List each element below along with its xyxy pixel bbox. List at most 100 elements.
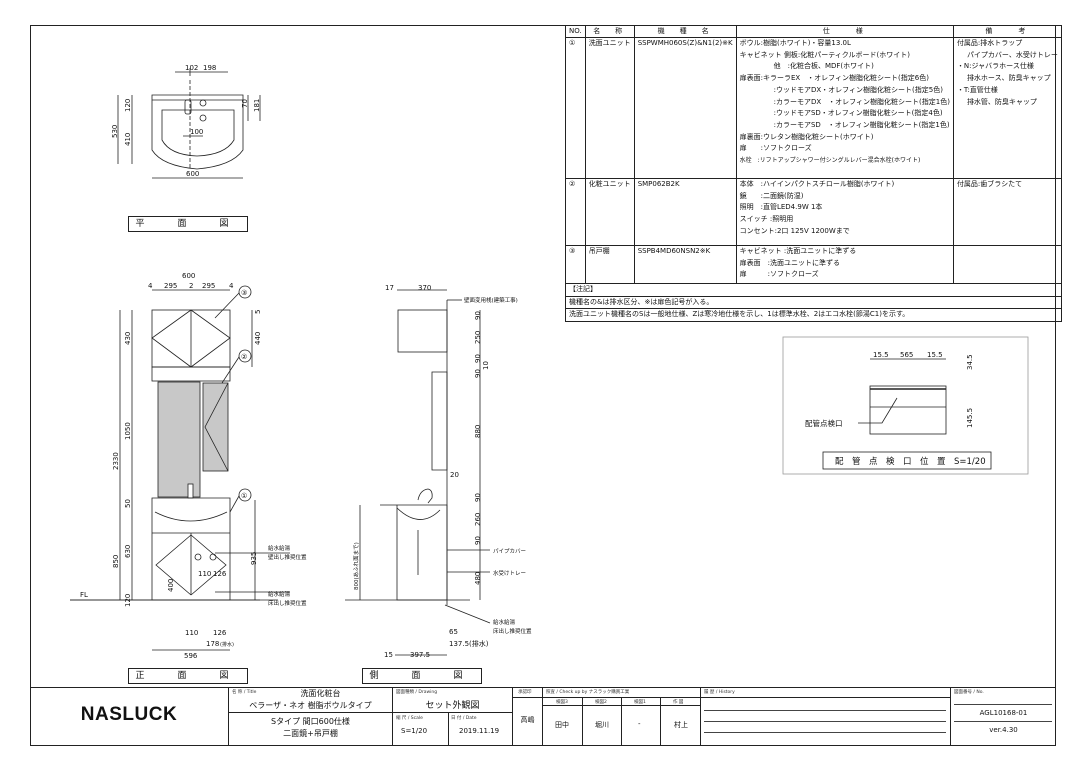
approver-caption: 承認印	[518, 690, 532, 695]
drawing-frame	[30, 25, 1056, 746]
front-dim: 2	[189, 282, 193, 290]
front-dim: 295	[202, 282, 215, 290]
note-line: 洗面ユニット機種名のSは一般地仕様、Zは寒冷地仕様を示し、1は標準水栓、2はエコ…	[565, 308, 1062, 323]
front-label: 給水給湯	[268, 590, 291, 598]
drawing-no-caption: 図面番号 / No.	[954, 690, 984, 695]
front-dim: 430	[124, 332, 132, 345]
check-cell: 照査 / Check up by ナスラック購買工業 検図3 検図2 検図1 作…	[542, 687, 700, 746]
front-dim: 850	[112, 555, 120, 568]
front-dim: 126	[213, 570, 227, 578]
side-dim: 90	[474, 493, 482, 502]
spec-line: 扉 :ソフトクローズ	[739, 144, 812, 153]
side-label: 給水給湯	[493, 618, 516, 626]
checker-name: 堀川	[595, 721, 609, 729]
front-dim: 630	[124, 545, 132, 558]
scale-caption: 縮 尺 / Scale	[396, 716, 423, 721]
callout-3: ③	[241, 289, 247, 297]
front-dim: 5	[254, 310, 262, 314]
plan-dim: 530	[111, 125, 119, 138]
spec-line: スイッチ :照明用	[739, 215, 794, 224]
side-dim: 65	[449, 628, 458, 636]
drawing-caption: 図面種類 / Drawing	[396, 690, 438, 695]
title-block-border	[30, 687, 1056, 688]
side-dim: 880	[474, 425, 482, 438]
check-head: 検図3	[556, 700, 568, 705]
spec-line: 本体 :ハイインパクトスチロール樹脂(ホワイト)	[739, 180, 895, 188]
side-label: 水受けトレー	[493, 569, 526, 577]
check-head: 作 図	[673, 700, 684, 705]
front-dim: 110	[185, 629, 198, 637]
inspection-dim: 145.5	[966, 408, 974, 428]
front-dim: 110	[198, 570, 211, 578]
front-dim: 440	[254, 332, 262, 345]
side-label: 床出し推奨位置	[493, 627, 532, 635]
inspection-title: 配 管 点 検 口 位 置 S=1/20	[835, 456, 986, 467]
drawing-no-cell: 図面番号 / No. AGL10168-01 ver.4.30	[950, 687, 1056, 746]
row-spec: ボウル:樹脂(ホワイト)・容量13.0L キャビネット 側板:化粧パーティクルボ…	[735, 37, 954, 179]
spec-line: 水栓 :リフトアップシャワー付シングルレバー混合水栓(ホワイト)	[739, 157, 921, 165]
spec-line: 扉表面:キラーラEX ・オレフィン樹脂化粧シート(指定6色)	[739, 74, 929, 83]
side-dim: 250	[474, 331, 482, 344]
remark-line: 排水ホース、防臭キャップ	[966, 74, 1051, 83]
history-cell: 履 歴 / History	[700, 687, 950, 746]
front-view: 600 4 295 2 295 4 430 440 5 1050 2330 50…	[70, 272, 307, 660]
checker-name: 村上	[674, 721, 688, 729]
front-view-title: 正 面 図	[128, 668, 248, 684]
approver-cell: 承認印 高嶋	[512, 687, 542, 746]
spec-line: コンセント:2口 125V 1200Wまで	[739, 226, 850, 235]
side-dim: 20	[450, 471, 459, 479]
row-remarks: 付属品:排水トラップ パイプカバー、水受けトレー ・N:ジャバラホース仕様 排水…	[952, 37, 1062, 179]
drawing-cell: 図面種類 / Drawing セット外観図 縮 尺 / Scale S=1/20…	[392, 687, 512, 746]
side-dim: 90	[474, 536, 482, 545]
front-dim: 4	[229, 282, 234, 290]
side-view: 17 370 90 250 90 10 90 880 20 90 260 90 …	[345, 284, 532, 659]
front-dim: 295	[164, 282, 177, 290]
checker-name: -	[638, 720, 641, 728]
plan-dim: 70	[241, 99, 249, 108]
row-name: 化粧ユニット	[584, 178, 635, 246]
check-caption: 照査 / Check up by ナスラック購買工業	[546, 690, 630, 695]
title-line: 洗面化粧台	[300, 689, 341, 698]
row-remarks	[952, 245, 1062, 284]
front-label: 壁出し推奨位置	[268, 553, 307, 561]
inspection-view: 15.5 565 15.5 34.5 145.5 配管点検口 配 管 点 検 口…	[782, 336, 1029, 475]
side-view-title: 側 面 図	[362, 668, 482, 684]
plan-dim: 181	[253, 99, 261, 112]
front-dim: 1050	[124, 422, 132, 440]
date-caption: 日 付 / Date	[451, 716, 477, 721]
row-spec: キャビネット :洗面ユニットに準ずる 扉表面 :洗面ユニットに準ずる 扉 :ソフ…	[735, 245, 954, 284]
side-dim: 90	[474, 369, 482, 378]
front-dim: 2330	[112, 452, 120, 470]
front-label: 床出し推奨位置	[268, 599, 307, 607]
spec-table: NO. 名 称 機 種 名 仕 様 備 考 ① 洗面ユニット SSPWMH060…	[565, 25, 1062, 323]
side-label: 壁面変用桟(建築工事)	[464, 296, 518, 304]
title-line: 二面鏡+吊戸棚	[283, 729, 338, 738]
side-dim: 15	[384, 651, 393, 659]
plan-dim: 410	[124, 133, 132, 146]
spec-line: :ウッドモアDX・オレフィン樹脂化粧シート(指定5色)	[773, 85, 943, 94]
title-line: ベラーザ・ネオ 樹脂ボウルタイプ	[249, 701, 372, 710]
front-dim: 935	[250, 552, 258, 565]
inspection-label: 配管点検口	[805, 418, 843, 428]
side-dim: 17	[385, 284, 394, 292]
plan-dim: 102	[185, 64, 198, 72]
title-line: Sタイプ 間口600仕様	[271, 717, 350, 726]
side-dim: 260	[474, 513, 482, 526]
table-row: ② 化粧ユニット SMP062B2K 本体 :ハイインパクトスチロール樹脂(ホワ…	[565, 178, 1062, 246]
inspection-dim: 565	[900, 351, 913, 359]
side-dim: 90	[474, 354, 482, 363]
remark-line: パイプカバー、水受けトレー	[966, 50, 1058, 59]
front-dim: 126	[213, 629, 227, 637]
checker-name: 田中	[555, 721, 569, 729]
side-dim: 137.5(排水)	[449, 639, 489, 648]
remark-line: ・T:直管仕様	[956, 85, 998, 94]
front-dim: 120	[124, 594, 132, 607]
row-model: SMP062B2K	[633, 178, 737, 246]
spec-line: 扉裏面:ウレタン樹脂化粧シート(ホワイト)	[739, 132, 874, 141]
spec-line: キャビネット 側板:化粧パーティクルボード(ホワイト)	[739, 50, 911, 59]
side-dim: 480	[474, 572, 482, 585]
scale-value: S=1/20	[401, 727, 428, 735]
callout-2: ②	[241, 353, 247, 361]
check-head: 検図2	[595, 700, 607, 705]
row-spec: 本体 :ハイインパクトスチロール樹脂(ホワイト) 鏡 :二面鏡(防湿) 照明 :…	[735, 178, 954, 246]
